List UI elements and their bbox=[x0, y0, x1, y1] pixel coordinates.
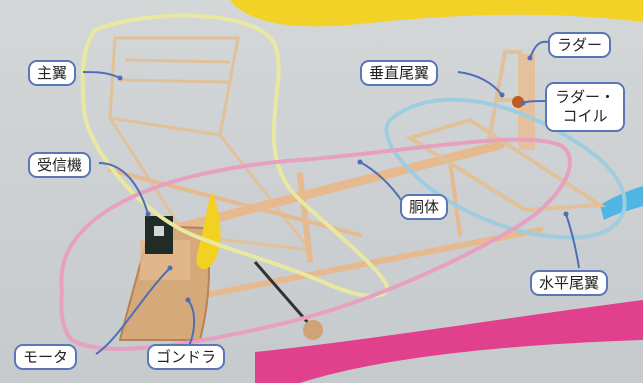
leader-vertical-tail bbox=[457, 71, 503, 96]
fuselage-label: 胴体 bbox=[400, 194, 449, 220]
leader-main-wing bbox=[82, 71, 121, 79]
fuselage-outline bbox=[59, 137, 572, 351]
leader-motor bbox=[95, 267, 171, 355]
top-yellow-band bbox=[230, 0, 643, 27]
leader-receiver bbox=[98, 162, 149, 215]
main-wing-label: 主翼 bbox=[28, 60, 77, 86]
rudder-coil bbox=[512, 96, 524, 108]
propeller bbox=[196, 192, 221, 270]
motor-label: モータ bbox=[14, 344, 78, 370]
receiver-chip bbox=[154, 226, 164, 236]
receiver-label: 受信機 bbox=[28, 152, 92, 178]
leader-horizontal-tail bbox=[565, 213, 580, 269]
rear-wheel bbox=[303, 320, 323, 340]
gondola-label: ゴンドラ bbox=[147, 344, 226, 370]
horizontal-tail-label: 水平尾翼 bbox=[530, 270, 609, 296]
rudder-coil-label-line2: コイル bbox=[562, 107, 608, 125]
horizontal-tail-outline bbox=[384, 97, 627, 240]
bottom-pink-band bbox=[255, 300, 643, 383]
leader-lines bbox=[82, 40, 580, 355]
vertical-tail-label: 垂直尾翼 bbox=[360, 60, 439, 86]
leader-gondola bbox=[187, 299, 196, 347]
rudder-label: ラダー bbox=[548, 32, 612, 58]
main-wing-outline bbox=[80, 13, 389, 298]
rudder-coil-label: ラダー・ コイル bbox=[545, 82, 626, 132]
horizontal-tail-frame bbox=[405, 117, 607, 213]
leader-dots bbox=[117, 55, 569, 303]
rudder-coil-label-line1: ラダー・ bbox=[555, 88, 616, 106]
leader-rudder bbox=[529, 40, 549, 59]
rear-rod bbox=[253, 261, 312, 326]
right-blue-band bbox=[600, 186, 643, 220]
